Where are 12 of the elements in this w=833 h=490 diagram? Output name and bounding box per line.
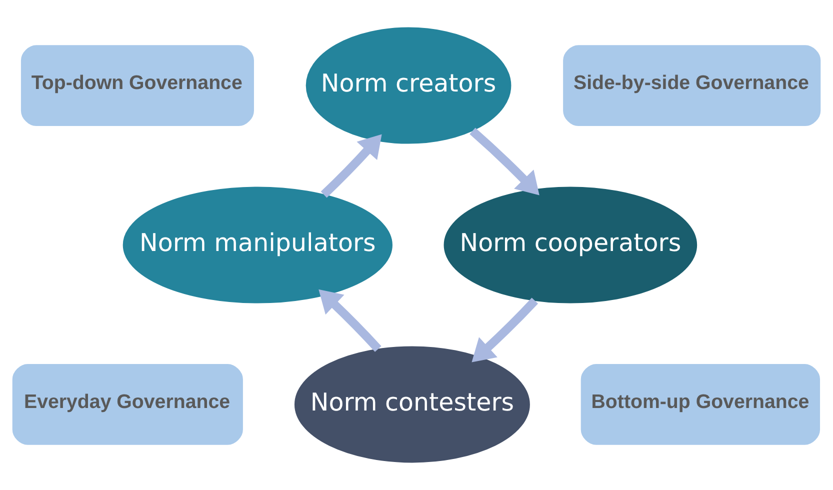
node-ellipse: Norm creators xyxy=(306,27,512,144)
node-box: Everyday Governance xyxy=(12,364,243,445)
node-ellipse: Norm cooperators xyxy=(444,186,698,304)
node-box: Bottom-up Governance xyxy=(580,364,820,445)
arrow xyxy=(318,289,382,352)
arrow xyxy=(472,298,538,362)
node-box: Top-down Governance xyxy=(20,45,254,126)
arrow xyxy=(470,128,540,196)
node-ellipse: Norm contesters xyxy=(294,346,530,463)
arrow xyxy=(320,134,382,198)
node-box: Side-by-side Governance xyxy=(563,45,821,126)
node-ellipse: Norm manipulators xyxy=(122,186,392,304)
